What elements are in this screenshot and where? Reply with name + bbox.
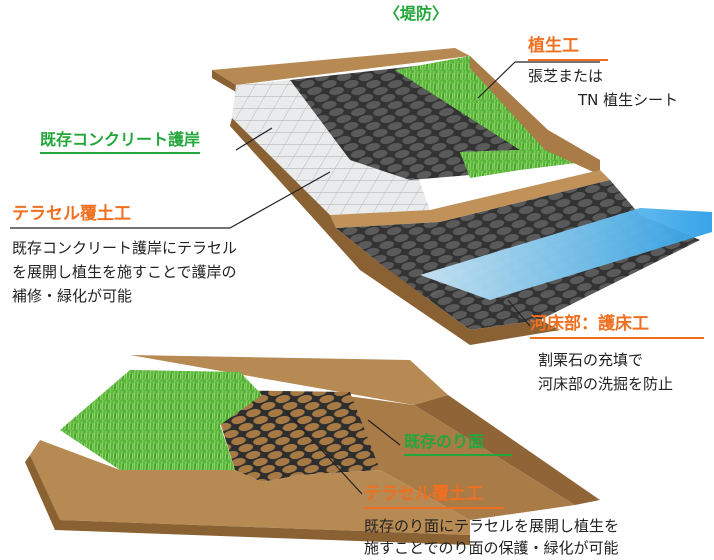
leader-vegetation bbox=[477, 61, 516, 99]
leader-terracell-2 bbox=[284, 409, 363, 495]
existing-concrete-revetment bbox=[232, 80, 430, 215]
existing-slope-soil bbox=[340, 395, 575, 520]
vegetation-title: 植生工 bbox=[528, 36, 608, 62]
terracell-cover-2-desc-line-2: 施すことでのり面の保護・緑化が可能 bbox=[364, 539, 619, 557]
slope-crown bbox=[130, 355, 448, 405]
leader-existing-slope bbox=[367, 419, 401, 446]
existing-slope-face bbox=[414, 395, 600, 505]
existing-concrete-label: 既存コンクリート護岸 bbox=[40, 130, 201, 154]
embankment-label: 〈堤防〉 bbox=[384, 4, 449, 23]
leader-riverbed bbox=[507, 299, 531, 327]
terracell-cover-1-desc-line-1: 既存コンクリート護岸にテラセル bbox=[12, 239, 238, 257]
embankment-crown bbox=[212, 48, 470, 85]
terracell-cover-2-title: テラセル覆土工 bbox=[364, 484, 504, 510]
embankment-crown-edge bbox=[212, 70, 236, 92]
vegetation-desc-line-1: 張芝または bbox=[528, 67, 604, 85]
terracell-cover-2-desc-line-1: 既存のり面にテラセルを展開し植生を bbox=[364, 517, 620, 535]
embankment-berm bbox=[330, 170, 610, 228]
existing-slope-label: 既存のり面 bbox=[404, 432, 512, 456]
terracell-cells-lower bbox=[336, 180, 640, 300]
leader-terracell-1-diag bbox=[229, 171, 331, 229]
riverbed-title: 河床部：護床工 bbox=[530, 314, 704, 340]
terracell-cover-1-desc-line-2: を展開し植生を施すことで護岸の bbox=[12, 263, 237, 281]
vegetation-desc-line-2: TN 植生シート bbox=[578, 91, 679, 109]
slope-base-soil bbox=[30, 440, 470, 535]
terracell-cells-slope bbox=[210, 390, 380, 482]
leader-concrete bbox=[235, 127, 273, 151]
slope-grass-area bbox=[60, 370, 262, 470]
terracell-cover-1-title: テラセル覆土工 bbox=[12, 204, 131, 224]
riverbed-desc-line-2: 河床部の洗掘を防止 bbox=[538, 375, 674, 393]
terracell-cover-1-desc-line-3: 補修・緑化が可能 bbox=[12, 287, 133, 305]
slope-base-edge bbox=[25, 455, 470, 545]
embankment-side-soil bbox=[470, 56, 600, 175]
riverbed-desc-line-1: 割栗石の充填で bbox=[538, 351, 644, 369]
river-water bbox=[420, 208, 712, 300]
